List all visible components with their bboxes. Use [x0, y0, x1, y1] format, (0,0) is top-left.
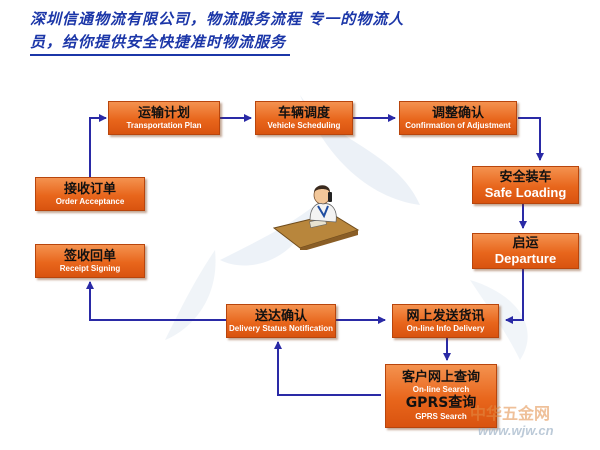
header-line-2: 员，给你提供安全快捷准时物流服务 [30, 31, 291, 56]
node-transportation-plan: 运输计划 Transportation Plan [108, 101, 220, 135]
node-label-cn: 安全装车 [499, 170, 552, 185]
node-label-en: On-line Info Delivery [406, 323, 485, 333]
node-label-cn: 运输计划 [137, 105, 190, 121]
node-label-cn: 签收回单 [63, 248, 116, 264]
node-label-en: On-line Search [412, 385, 470, 394]
watermark-logo: 中华五金网 [470, 404, 551, 423]
node-label-en-gprs: GPRS Search [415, 412, 467, 421]
arrow-confirm-to-loading [518, 117, 544, 161]
arrow-departure-to-info [505, 268, 524, 324]
page-header: 深圳信通物流有限公司，物流服务流程 专一的物流人 员，给你提供安全快捷准时物流服… [30, 8, 570, 56]
node-label-gprs: GPRS查询 [405, 395, 477, 411]
node-label-cn: 车辆调度 [277, 105, 330, 121]
node-receipt-signing: 签收回单 Receipt Signing [35, 244, 145, 278]
node-vehicle-scheduling: 车辆调度 Vehicle Scheduling [255, 101, 353, 135]
node-delivery-status-notification: 送达确认 Delivery Status Notification [226, 304, 336, 338]
node-label-cn: 接收订单 [63, 181, 116, 197]
node-label-en: Departure [494, 251, 557, 266]
node-label-en: Order Acceptance [55, 196, 125, 206]
header-line-1: 深圳信通物流有限公司，物流服务流程 专一的物流人 [30, 10, 405, 28]
arrow-order-to-plan [89, 114, 107, 177]
node-label-cn: 启运 [512, 236, 539, 251]
node-label-en: Safe Loading [484, 185, 567, 200]
node-label-en: Delivery Status Notification [228, 323, 334, 333]
node-label-cn: 网上发送货讯 [406, 308, 485, 324]
arrow-delivery-to-receipt [86, 281, 226, 321]
node-online-search: 客户网上查询 On-line Search GPRS查询 GPRS Search [385, 364, 497, 428]
arrow-search-to-delivery [274, 341, 381, 396]
node-label-cn: 送达确认 [254, 308, 307, 324]
watermark-url: www.wjw.cn [478, 423, 554, 438]
node-online-info-delivery: 网上发送货讯 On-line Info Delivery [392, 304, 499, 338]
node-label-en: Confirmation of Adjustment [405, 120, 511, 130]
node-label-en: Vehicle Scheduling [267, 120, 341, 130]
node-label-en: Transportation Plan [126, 120, 202, 130]
node-departure: 启运 Departure [472, 233, 579, 269]
node-label-cn: 调整确认 [431, 105, 484, 121]
node-label-en: Receipt Signing [59, 263, 121, 273]
clerk-illustration [272, 185, 360, 250]
node-confirmation-of-adjustment: 调整确认 Confirmation of Adjustment [399, 101, 517, 135]
node-safe-loading: 安全装车 Safe Loading [472, 166, 579, 204]
node-order-acceptance: 接收订单 Order Acceptance [35, 177, 145, 211]
node-label-cn: 客户网上查询 [401, 370, 480, 385]
